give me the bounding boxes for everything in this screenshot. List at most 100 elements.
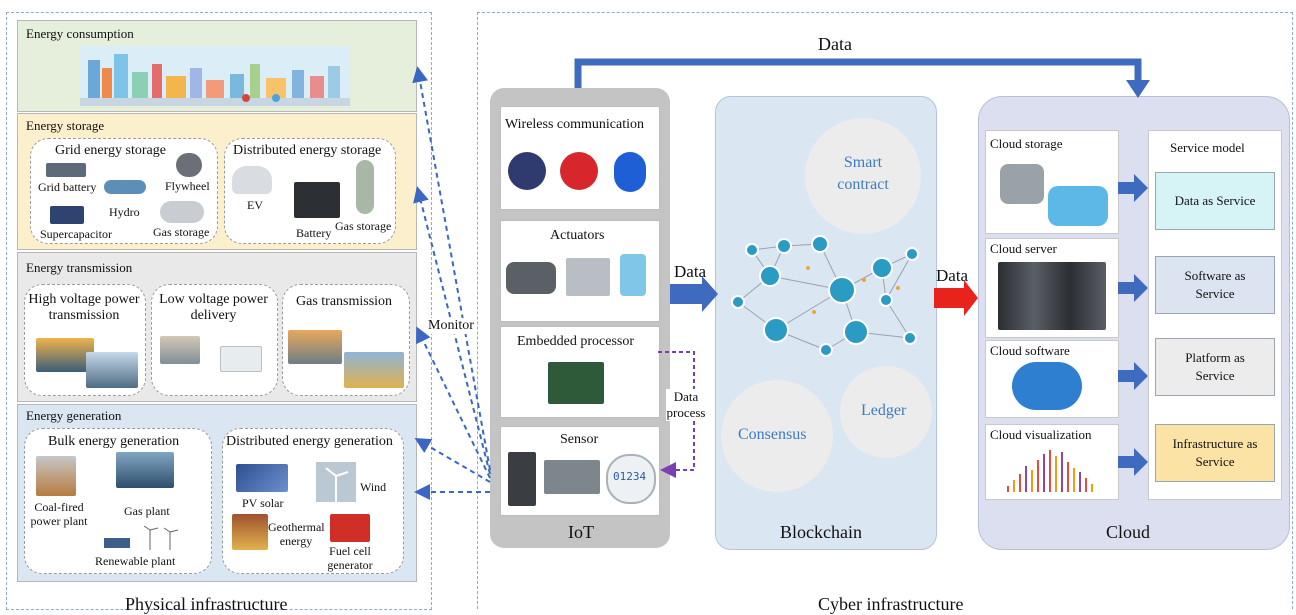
- bluetooth-icon: [614, 152, 646, 192]
- data-iot-arrow: [670, 276, 718, 312]
- sensor-module-image: [544, 460, 600, 494]
- grid-battery-image: [46, 163, 86, 177]
- data-top-arrow: [574, 58, 1142, 88]
- service-data-label: Data as Service: [1174, 193, 1256, 208]
- consensus-label: Consensus: [738, 426, 807, 443]
- cloud-arrow-storage: [1118, 174, 1148, 202]
- visualization-chart-image: [1007, 450, 1093, 492]
- data-iot-label: Data: [674, 262, 707, 281]
- distributed-energy-storage-title: Distributed energy storage: [233, 143, 382, 158]
- fuel-cell-generator-label: Fuel cell generator: [327, 544, 373, 572]
- cyber-infrastructure-title: Cyber infrastructure: [818, 594, 964, 614]
- distributed-energy-generation-title: Distributed energy generation: [226, 434, 393, 449]
- photoelectric-sensor-image: [508, 452, 536, 506]
- smart-meter-image: [606, 454, 656, 504]
- battery-label: Battery: [296, 226, 332, 240]
- blockchain-title: Blockchain: [780, 522, 862, 542]
- cloud-storage-title: Cloud storage: [990, 136, 1063, 151]
- server-rack-image: [998, 262, 1106, 330]
- cloud-software-image: [1012, 362, 1082, 410]
- gas-transmission-label: Gas transmission: [296, 294, 393, 309]
- smart-switch-image: [620, 254, 646, 296]
- embedded-processor-title: Embedded processor: [517, 334, 635, 349]
- sensor-title: Sensor: [560, 432, 599, 447]
- grid-energy-storage-title: Grid energy storage: [55, 143, 166, 158]
- cloud-title: Cloud: [1106, 522, 1151, 542]
- ev-car-image: [232, 166, 272, 194]
- gas-pipeline-image: [288, 330, 342, 364]
- pv-solar-image: [236, 464, 288, 492]
- substation-image: [86, 352, 138, 388]
- cloud-arrow-software: [1118, 362, 1148, 390]
- monitor-arrow-consumption: [412, 66, 491, 471]
- gas-storage-label: Gas storage: [153, 225, 210, 239]
- gas-storage-distributed-label: Gas storage: [335, 219, 392, 233]
- cloud-arrow-visualization: [1118, 448, 1148, 476]
- smart-meter-reading: 01234: [613, 470, 647, 483]
- pv-solar-label: PV solar: [242, 496, 284, 510]
- consensus-circle: [721, 380, 833, 492]
- smart-contract-label: Smart contract: [837, 154, 889, 193]
- bulk-energy-generation-title: Bulk energy generation: [48, 434, 180, 449]
- service-platform-as-service: Platform as Service: [1155, 338, 1275, 396]
- cyber-infrastructure-frame: [477, 12, 1293, 609]
- hydro-label: Hydro: [109, 205, 140, 219]
- valve-actuator-image: [506, 262, 556, 294]
- geothermal-image: [232, 514, 268, 550]
- service-infrastructure-as-service: Infrastructure as Service: [1155, 424, 1275, 482]
- gas-tanks-image: [160, 201, 204, 223]
- data-top-label: Data: [818, 34, 852, 54]
- monitor-label: Monitor: [428, 318, 474, 334]
- gas-plant-image: [116, 452, 174, 488]
- gas-station-image: [344, 352, 404, 388]
- service-platform-label: Platform as Service: [1185, 350, 1245, 383]
- wifi-icon: [508, 152, 546, 190]
- wind-label: Wind: [360, 480, 387, 494]
- high-voltage-label: High voltage power transmission: [28, 292, 140, 323]
- flywheel-image: [176, 153, 202, 177]
- wireless-communication-title: Wireless communication: [505, 117, 645, 132]
- storage-drives-image: [1000, 164, 1044, 204]
- city-skyline-image: [80, 46, 350, 106]
- iot-title: IoT: [568, 522, 594, 542]
- energy-consumption-title: Energy consumption: [26, 26, 134, 41]
- blockchain-network: [731, 235, 919, 357]
- service-software-as-service: Software as Service: [1155, 256, 1275, 314]
- cloud-server-title: Cloud server: [990, 241, 1057, 256]
- geothermal-label: Geothermal energy: [268, 520, 325, 548]
- controller-actuator-image: [566, 258, 610, 296]
- data-chain-arrow: [934, 280, 978, 316]
- low-voltage-image: [160, 336, 200, 364]
- monitor-arrow-transmission: [416, 326, 491, 479]
- coal-plant-image: [36, 456, 76, 496]
- energy-transmission-title: Energy transmission: [26, 260, 133, 275]
- energy-generation-title: Energy generation: [26, 408, 122, 423]
- supercapacitor-label: Supercapacitor: [40, 227, 112, 241]
- gas-plant-label: Gas plant: [124, 504, 170, 518]
- service-infrastructure-label: Infrastructure as Service: [1172, 436, 1258, 469]
- low-voltage-label: Low voltage power delivery: [159, 292, 268, 323]
- cloud-arrow-server: [1118, 274, 1148, 302]
- physical-infrastructure-frame: [6, 12, 432, 610]
- ledger-circle: [840, 366, 932, 458]
- hydro-image: [104, 180, 146, 194]
- smart-contract-circle: [805, 118, 921, 234]
- embedded-board-image: [548, 362, 604, 404]
- monitor-arrow-generation-upper: [414, 437, 491, 483]
- supercapacitor-image: [50, 206, 84, 224]
- cloud-software-title: Cloud software: [990, 343, 1070, 358]
- fuel-cell-generator-image: [330, 514, 370, 542]
- ev-label: EV: [247, 198, 263, 212]
- service-software-label: Software as Service: [1184, 268, 1246, 301]
- service-data-as-service: Data as Service: [1155, 172, 1275, 230]
- grid-battery-label: Grid battery: [38, 180, 97, 194]
- service-model-title: Service model: [1170, 140, 1245, 155]
- cloud-visualization-title: Cloud visualization: [990, 427, 1092, 442]
- high-voltage-image: [36, 338, 94, 372]
- wind-turbine-image: [316, 462, 356, 502]
- physical-infrastructure-title: Physical infrastructure: [125, 594, 288, 614]
- zigbee-icon: [560, 152, 598, 190]
- meters-image: [220, 346, 262, 372]
- data-chain-label: Data: [936, 266, 969, 285]
